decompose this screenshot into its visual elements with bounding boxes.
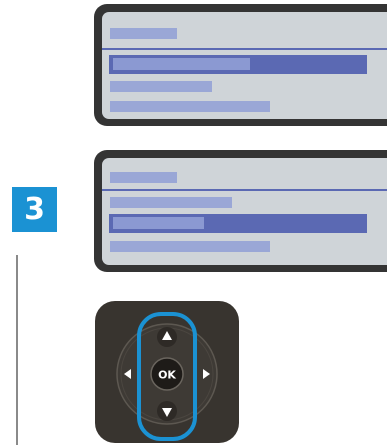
control-pad: OK (95, 301, 239, 443)
selected-item-text-placeholder (113, 217, 204, 229)
menu-item-placeholder[interactable] (110, 241, 270, 252)
menu-header-placeholder (110, 172, 177, 183)
menu-item-placeholder[interactable] (110, 81, 212, 92)
header-separator (102, 189, 387, 191)
dpad-graphic: OK (95, 301, 239, 443)
header-separator (102, 48, 387, 50)
display-screen-2-content (102, 158, 387, 265)
ok-label: OK (158, 369, 176, 382)
menu-header-placeholder (110, 28, 177, 39)
menu-item-selected[interactable] (109, 55, 367, 74)
display-screen-1-content (102, 12, 387, 119)
selected-item-text-placeholder (113, 58, 250, 70)
menu-item-placeholder[interactable] (110, 101, 270, 112)
step-number-badge: 3 (12, 187, 57, 232)
menu-item-selected[interactable] (109, 214, 367, 233)
display-screen-1 (94, 4, 387, 126)
step-divider-line (16, 255, 18, 445)
display-screen-2 (94, 150, 387, 272)
menu-item-placeholder[interactable] (110, 197, 232, 208)
